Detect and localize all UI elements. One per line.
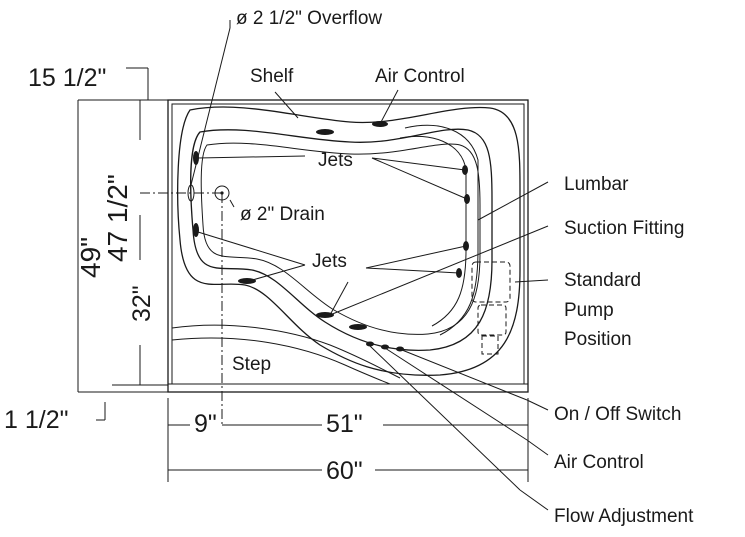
overflow-label: ø 2 1/2" Overflow [236, 8, 382, 29]
flow-adjustment-label: Flow Adjustment [554, 506, 694, 527]
dim-inner-depth: 47 1/2" [102, 174, 133, 262]
dim-inner-width: 51" [326, 410, 363, 438]
on-off-switch-label: On / Off Switch [554, 404, 681, 425]
dim-drain-offset: 9" [194, 410, 217, 438]
control-dot [366, 341, 374, 347]
step-curve-lower [171, 337, 391, 385]
jets-top-label: Jets [318, 150, 353, 171]
suction-fitting-label: Suction Fitting [564, 218, 684, 239]
shelf-contour [177, 106, 521, 376]
dim-bottom-offset: 1 1/2" [4, 406, 68, 434]
shelf-label: Shelf [250, 66, 294, 87]
pump-label-line1: Standard [564, 270, 641, 291]
jet [316, 312, 334, 318]
pump-label-line3: Position [564, 329, 632, 350]
jet [349, 324, 367, 330]
jet [316, 129, 334, 135]
dim-drain-depth: 32" [128, 285, 156, 322]
lumbar-label: Lumbar [564, 174, 629, 195]
pump-outline [471, 261, 511, 355]
air-control-bottom-label: Air Control [554, 452, 644, 473]
seat-contour [200, 142, 481, 335]
basin-contour [190, 128, 493, 352]
dim-total-depth: 49" [75, 237, 106, 278]
jet [238, 278, 256, 284]
step-label: Step [232, 354, 271, 375]
tub-outline [167, 99, 529, 393]
control-dot [381, 344, 389, 350]
leader-lines [190, 20, 549, 511]
lumbar-contour-inner [399, 135, 467, 327]
jet [193, 223, 199, 237]
air-control-top-label: Air Control [375, 66, 465, 87]
lumbar-contour [404, 124, 479, 336]
left-dimensions [77, 67, 168, 421]
jet [193, 151, 199, 165]
jets-bottom-label: Jets [312, 251, 347, 272]
dim-top-offset: 15 1/2" [28, 64, 106, 92]
dim-total-width: 60" [326, 457, 363, 485]
pump-label-line2: Pump [564, 300, 614, 321]
step-curve-upper [171, 324, 401, 379]
drain-label: ø 2" Drain [240, 204, 325, 225]
